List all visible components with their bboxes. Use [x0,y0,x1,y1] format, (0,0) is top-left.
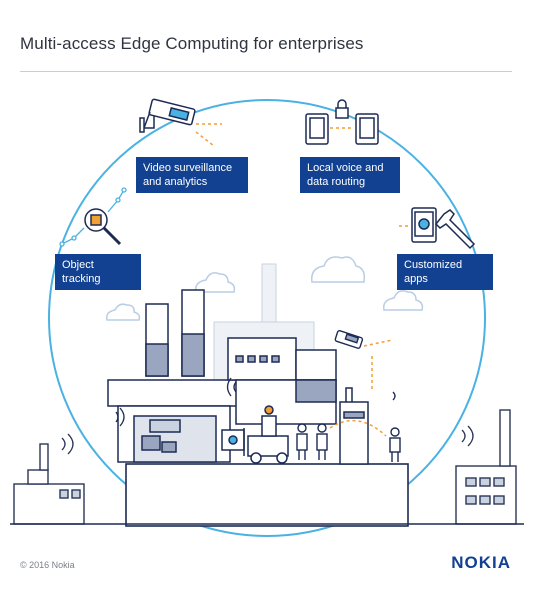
label-local-voice: Local voice and data routing [300,157,400,193]
label-object-tracking: Object tracking [55,254,141,290]
worker [296,423,401,462]
page-title: Multi-access Edge Computing for enterpri… [20,34,364,53]
copyright: © 2016 Nokia [20,560,75,570]
brand-logo: NOKIA [451,553,511,572]
tracking-path [59,187,127,247]
right-factory [455,409,517,525]
app-settings-icon [411,207,476,250]
title-divider [20,71,512,72]
label-customized-apps: Customized apps [397,254,493,290]
main-factory [107,289,241,463]
edge-coverage-circle [48,99,486,537]
forklift [221,405,289,464]
devices-icon [305,99,379,145]
data-flow-line [195,123,222,147]
data-flow-line [329,339,393,437]
factory-base [125,463,409,527]
camera-icon [334,330,364,349]
signal-icon [115,377,396,427]
signal-icon [61,425,474,455]
surveillance-camera-icon [139,98,196,133]
left-factory [13,443,85,525]
magnifier-icon [84,208,122,246]
label-video-surveillance: Video surveillance and analytics [136,157,248,193]
cloud-icon [105,256,424,321]
main-factory-hall [227,337,369,465]
